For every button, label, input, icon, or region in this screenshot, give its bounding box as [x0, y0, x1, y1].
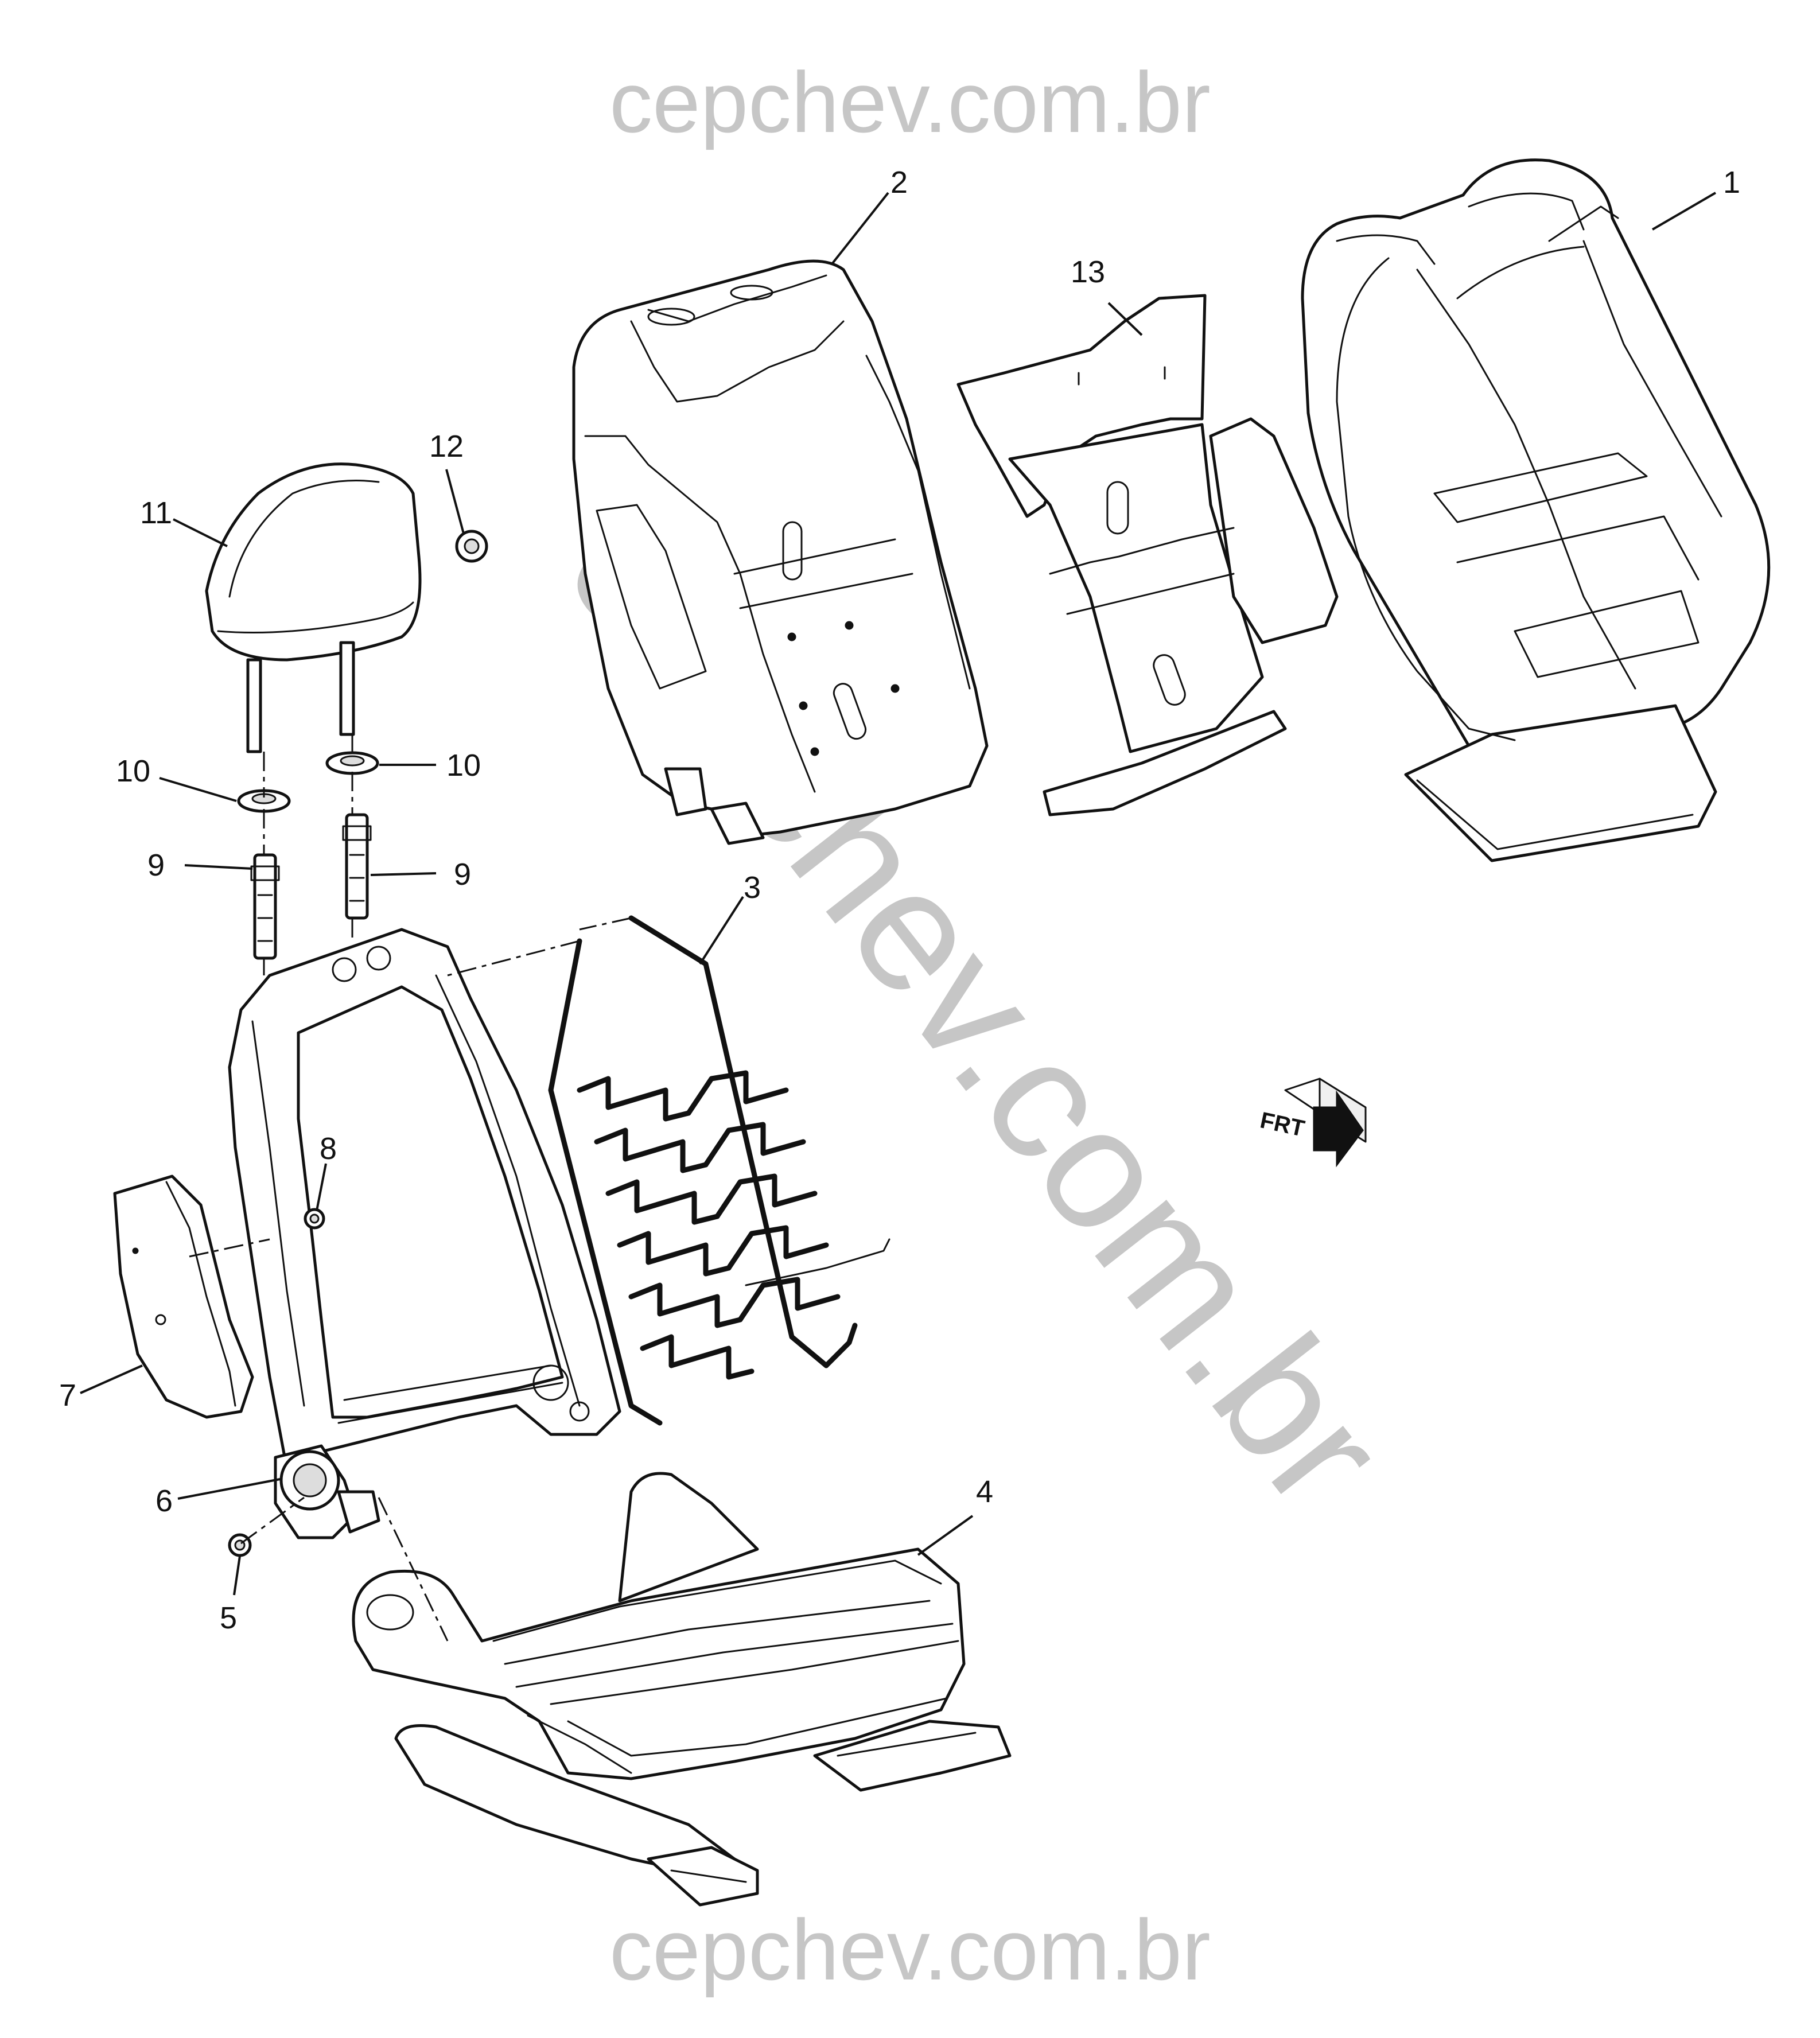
callout-6: 6 [155, 1484, 173, 1518]
callout-11: 11 [140, 496, 172, 530]
frt-orientation-arrow: FRT [1258, 1078, 1367, 1168]
watermark-bottom: cepchev.com.br [609, 1901, 1211, 1998]
part-11-headrest [205, 462, 422, 753]
callout-9a: 9 [147, 848, 165, 882]
assembly-lines [189, 734, 632, 1642]
callout-4: 4 [976, 1475, 993, 1509]
part-5-bolt [228, 1533, 252, 1557]
callout-8: 8 [320, 1131, 337, 1166]
part-9-headrest-guide-right [342, 813, 372, 920]
part-7-side-airbag [113, 1174, 254, 1419]
part-2-seatback-foam-pad [572, 259, 989, 845]
callout-13: 13 [1071, 255, 1105, 289]
callout-5: 5 [220, 1601, 237, 1635]
callout-10a: 10 [116, 754, 150, 788]
callout-12: 12 [429, 429, 464, 464]
callout-1: 1 [1723, 165, 1740, 200]
part-8-nut [304, 1208, 325, 1230]
watermark-top: cepchev.com.br [609, 54, 1211, 150]
seatback-frame [228, 928, 621, 1539]
callout-10b: 10 [446, 748, 481, 783]
part-10-guide-grommet-right [325, 751, 379, 775]
part-1-seatback-cover [1301, 158, 1771, 862]
callout-labels: 1 2 3 4 5 6 7 8 9 9 10 10 11 12 13 [59, 165, 1740, 1635]
callout-3: 3 [744, 870, 761, 905]
callout-7: 7 [59, 1378, 76, 1413]
callout-9b: 9 [454, 857, 471, 892]
part-4-seat-cushion [352, 1472, 1012, 1907]
callout-2: 2 [890, 165, 908, 200]
frt-label: FRT [1258, 1107, 1306, 1141]
leader-lines [80, 192, 1717, 1596]
part-13-back-pad [956, 294, 1339, 816]
part-3-suspension-mat [548, 915, 890, 1426]
part-12-clip [455, 530, 488, 563]
part-9-headrest-guide-left [250, 853, 280, 960]
part-6-recliner [279, 1450, 380, 1534]
